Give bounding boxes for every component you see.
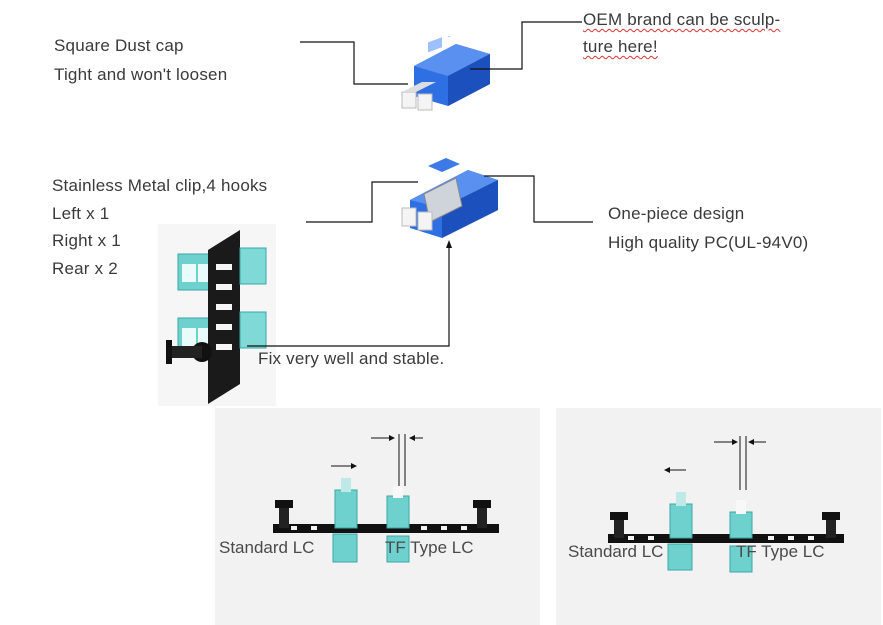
dust-cap-annotation: Square Dust cap Tight and won't loosen xyxy=(54,31,227,89)
blue-adapter-top-image xyxy=(401,36,490,111)
design-line-1: One-piece design xyxy=(608,204,745,223)
clip-line-4: Rear x 2 xyxy=(52,258,118,278)
standard-lc-label: Standard LC xyxy=(219,538,315,557)
comparison-panel-1: Standard LC TF Type LC xyxy=(215,408,540,625)
oem-annotation: OEM brand can be sculp- ture here! xyxy=(583,6,780,60)
clip-annotation: Stainless Metal clip,4 hooks Left x 1 Ri… xyxy=(52,172,267,282)
design-annotation: One-piece design High quality PC(UL-94V0… xyxy=(608,199,808,257)
oem-line-1: OEM brand can be sculp- xyxy=(583,10,781,29)
clip-line-1: Stainless Metal clip,4 hooks xyxy=(52,176,268,195)
dust-cap-line-2: Tight and won't loosen xyxy=(54,65,228,84)
tf-type-lc-label: TF Type LC xyxy=(736,542,825,561)
dust-cap-line-1: Square Dust cap xyxy=(54,36,184,55)
clip-line-2: Left x 1 xyxy=(52,203,110,223)
fix-annotation: Fix very well and stable. xyxy=(258,349,445,368)
oem-line-2: ture here! xyxy=(583,37,658,56)
rail-illustration-2 xyxy=(608,436,844,573)
blue-adapter-clip-image xyxy=(401,158,498,238)
rail-illustration-1 xyxy=(273,434,499,563)
clip-line-3: Right x 1 xyxy=(52,231,121,250)
design-line-2: High quality PC(UL-94V0) xyxy=(608,233,809,252)
tf-type-lc-label: TF Type LC xyxy=(385,538,474,557)
aqua-adapters-plate-image xyxy=(158,224,276,406)
standard-lc-label: Standard LC xyxy=(568,542,664,561)
comparison-panel-2: Standard LC TF Type LC xyxy=(556,408,881,625)
